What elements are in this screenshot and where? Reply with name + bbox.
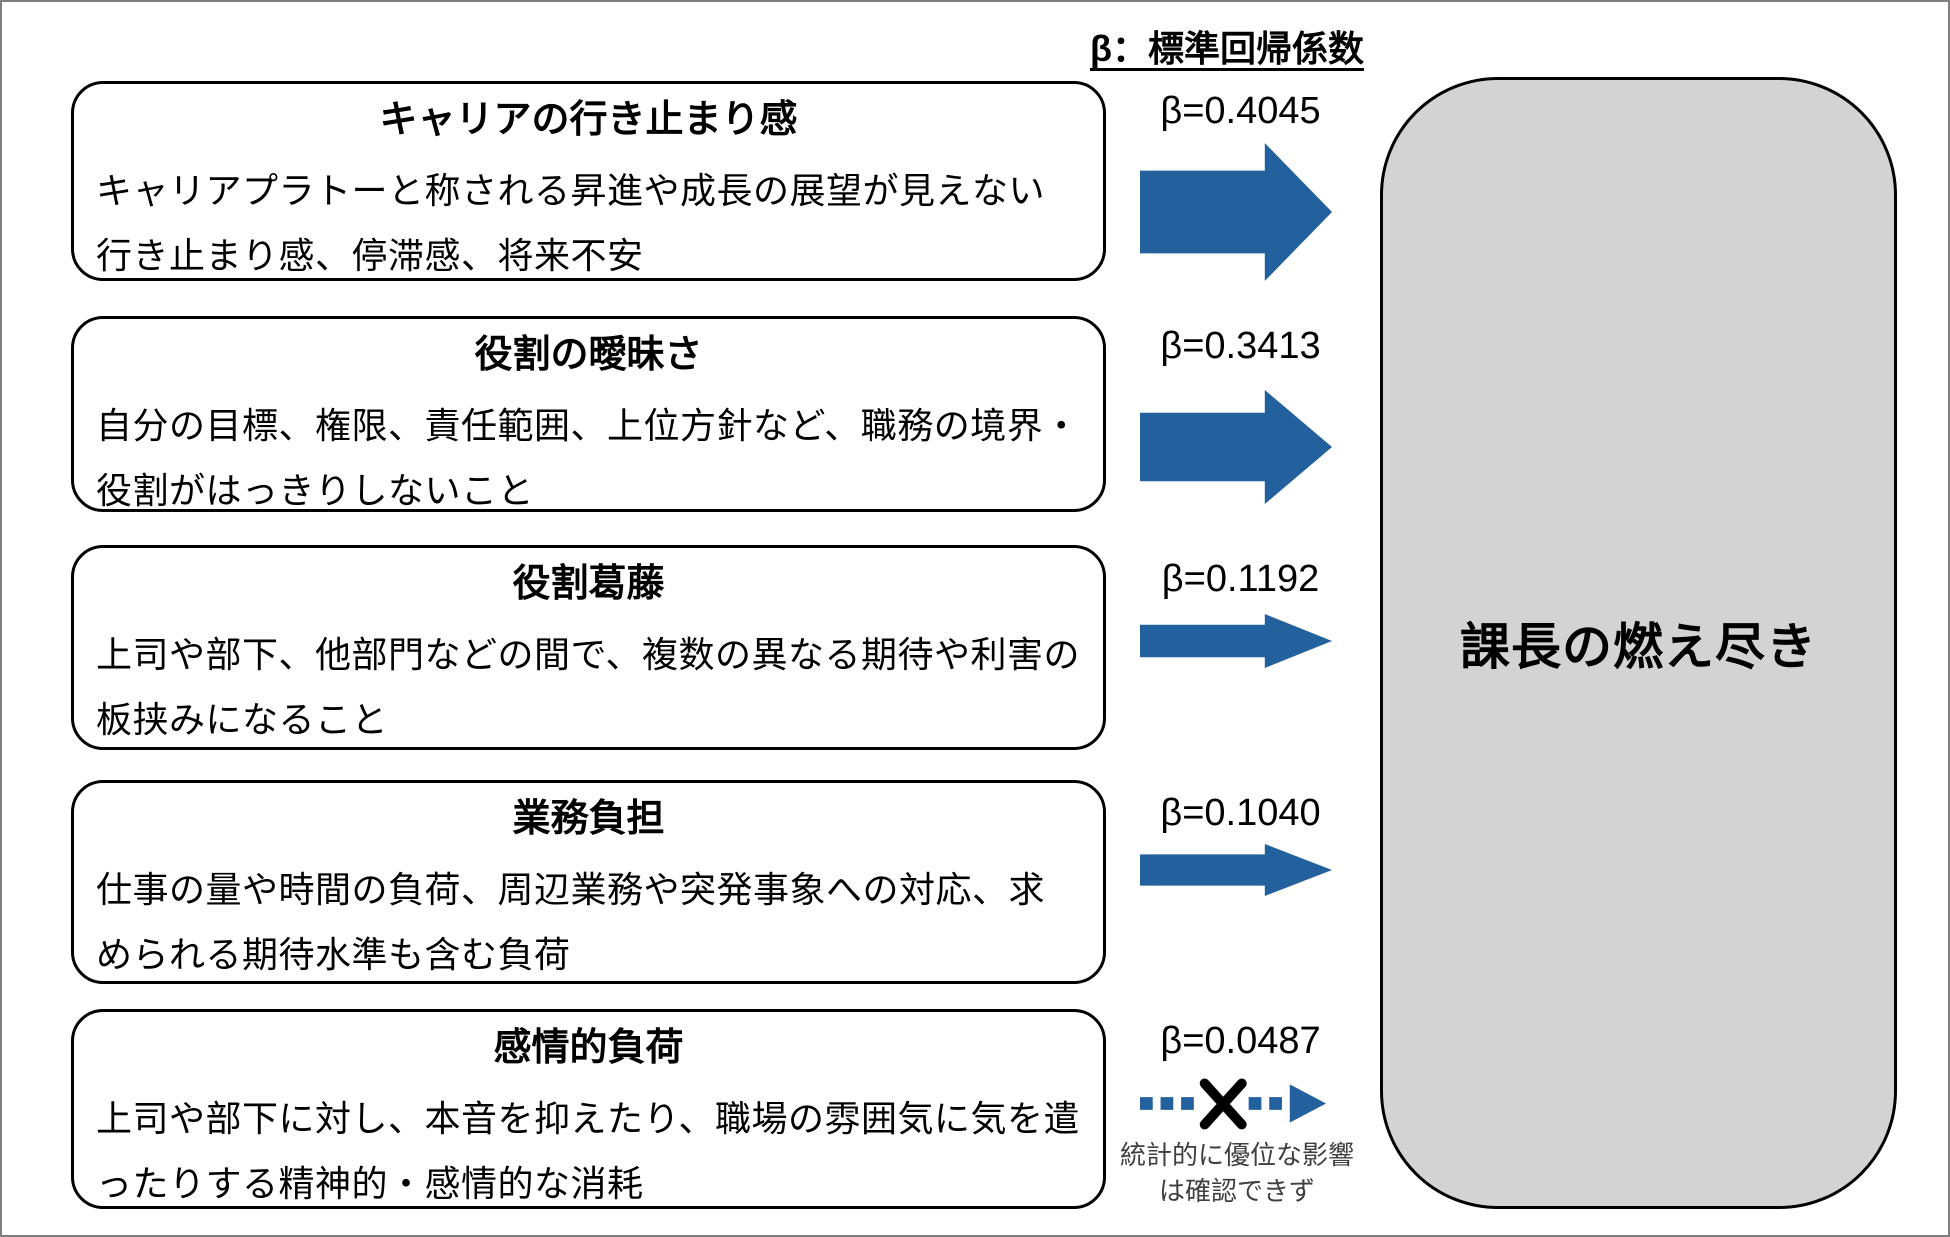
factor-box-career-plateau: キャリアの行き止まり感 キャリアプラトーと称される昇進や成長の展望が見えない行き… [71,81,1106,281]
solid-arrow-icon [1140,614,1332,668]
factor-description: 仕事の量や時間の負荷、周辺業務や突発事象への対応、求められる期待水準も含む負荷 [96,868,1046,976]
outcome-label: 課長の燃え尽き [1460,619,1817,675]
beta-value-emotional-load: β=0.0487 [1160,1020,1321,1062]
beta-value-career-plateau: β=0.4045 [1160,90,1321,132]
non-significance-note: 統計的に優位な影響 は確認できず [1082,1137,1392,1210]
solid-arrow-icon [1140,844,1332,896]
note-line-1: 統計的に優位な影響 [1119,1140,1354,1170]
beta-value-workload: β=0.1040 [1160,792,1321,834]
beta-value-role-conflict: β=0.1192 [1161,558,1320,600]
outcome-box: 課長の燃え尽き [1380,77,1897,1209]
dashed-arrow-crossed-icon [1140,1078,1326,1130]
factor-box-role-conflict: 役割葛藤 上司や部下、他部門などの間で、複数の異なる期待や利害の板挟みになること [71,545,1106,750]
factor-box-emotional-load: 感情的負荷 上司や部下に対し、本音を抑えたり、職場の雰囲気に気を遣ったりする精神… [71,1009,1106,1209]
factor-description: 上司や部下、他部門などの間で、複数の異なる期待や利害の板挟みになること [96,633,1081,741]
solid-arrow-icon [1140,390,1332,504]
factor-title: キャリアの行き止まり感 [379,99,798,141]
factor-title: 役割の曖昧さ [474,334,703,376]
solid-arrow-icon [1140,143,1332,281]
factor-box-workload: 業務負担 仕事の量や時間の負荷、周辺業務や突発事象への対応、求められる期待水準も… [71,780,1106,984]
beta-value-role-ambiguity: β=0.3413 [1160,325,1321,367]
factor-title: 感情的負荷 [493,1027,684,1069]
factor-title: 業務負担 [512,798,665,840]
factor-description: キャリアプラトーと称される昇進や成長の展望が見えない行き止まり感、停滞感、将来不… [96,169,1046,277]
factor-title: 役割葛藤 [512,563,665,605]
note-line-2: は確認できず [1158,1176,1315,1207]
factor-box-role-ambiguity: 役割の曖昧さ 自分の目標、権限、責任範囲、上位方針など、職務の境界・役割がはっき… [71,316,1106,512]
x-mark-icon [1199,1078,1247,1130]
legend-note: β：標準回帰係数 [1090,28,1364,69]
factor-description: 自分の目標、権限、責任範囲、上位方針など、職務の境界・役割がはっきりしないこと [96,404,1080,512]
factor-description: 上司や部下に対し、本音を抑えたり、職場の雰囲気に気を遣ったりする精神的・感情的な… [96,1097,1081,1205]
